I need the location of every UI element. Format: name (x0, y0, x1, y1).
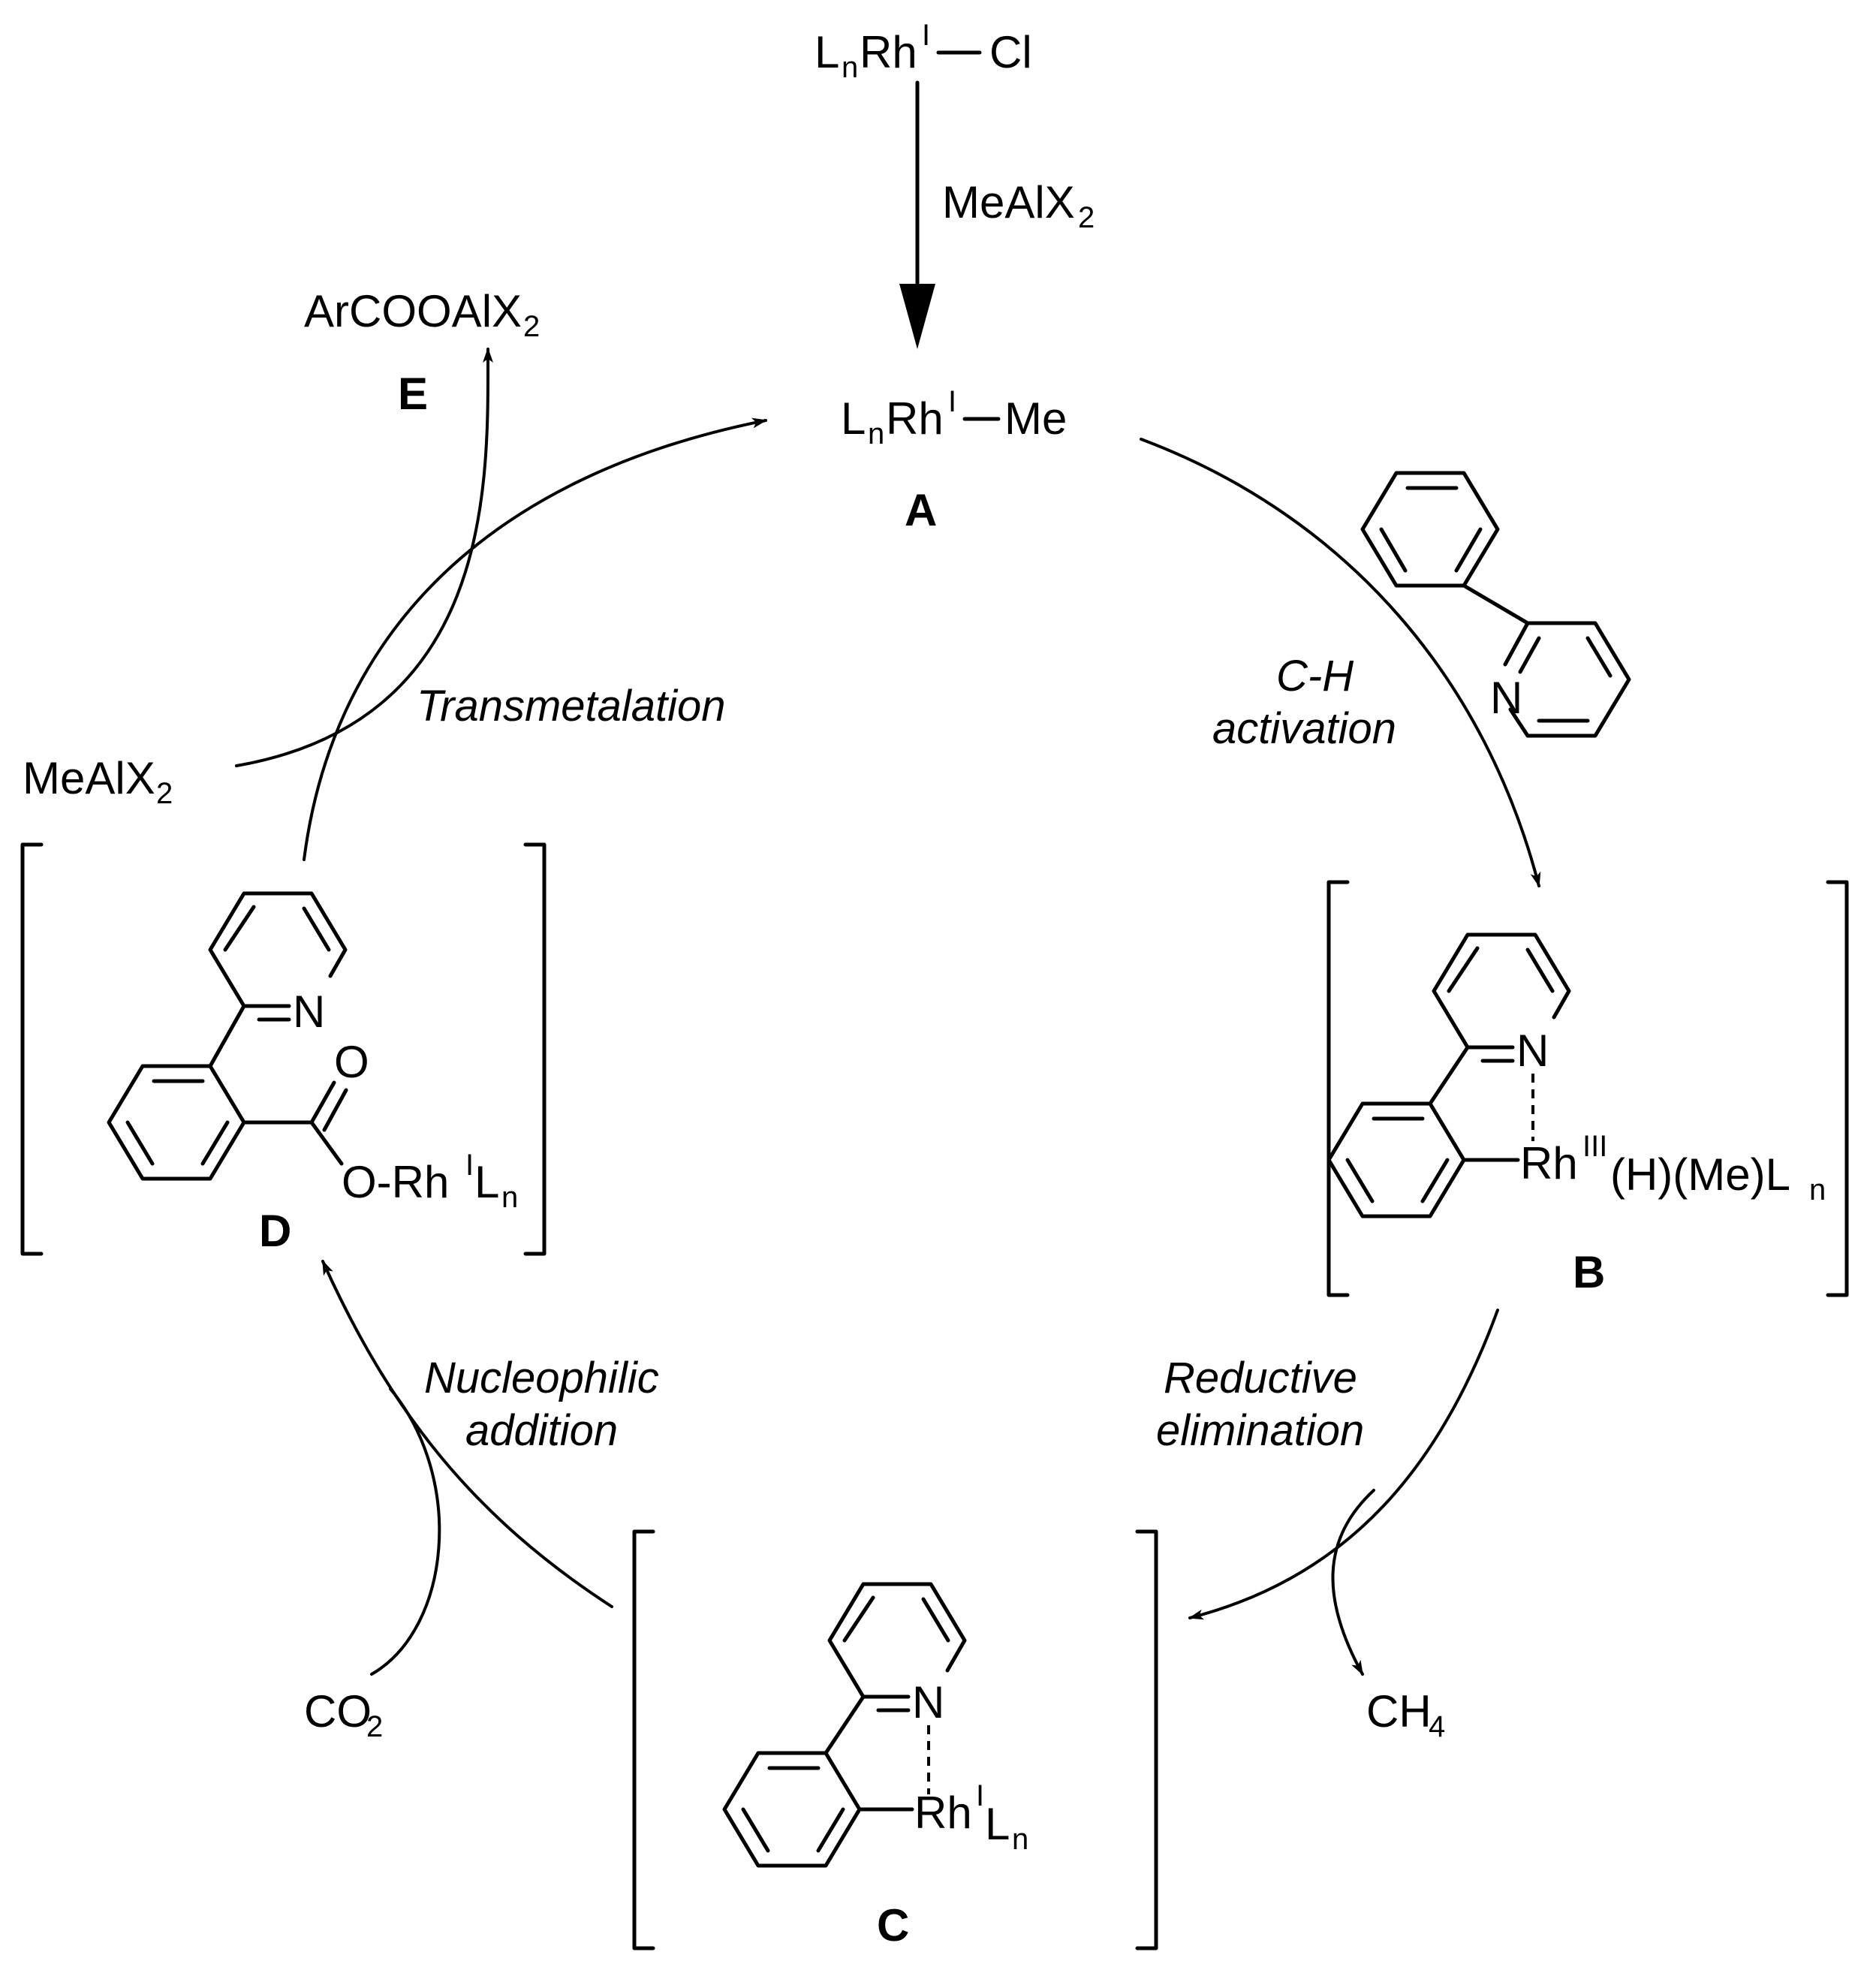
B-ox: III (1582, 1130, 1607, 1163)
A-rh: Rh (886, 393, 944, 444)
C-ox: I (976, 1779, 984, 1812)
intermediate-B: N Rh III (H)(Me)L n B (1326, 880, 1849, 1297)
B-pyridine-ring (1432, 932, 1571, 1050)
E-sub: 2 (523, 310, 540, 343)
arrow-B-to-C (1188, 1309, 1499, 1620)
co2: CO (304, 1686, 372, 1737)
intermediate-C: N Rh I L n C (632, 1529, 1158, 1950)
label-reductive-1: Reductive (1164, 1354, 1357, 1402)
D-l: L (474, 1157, 499, 1207)
label-ch-2: activation (1212, 704, 1396, 753)
start-rh: Rh (860, 27, 917, 77)
arrow-to-ch4 (1331, 1489, 1375, 1676)
bracket-B-right (1826, 880, 1849, 1297)
A-ox: I (948, 385, 956, 418)
C-label: C (877, 1900, 909, 1950)
phenylpyridine-substrate: N (1360, 471, 1631, 738)
bracket-B-left (1326, 880, 1350, 1297)
ch4: CH (1366, 1686, 1432, 1737)
C-l: L (985, 1799, 1010, 1849)
pyridine-ring (1525, 621, 1631, 738)
label-reductive-2: elimination (1156, 1406, 1364, 1455)
label-nucleophilic-1: Nucleophilic (424, 1354, 659, 1402)
ch4-sub: 4 (1429, 1710, 1445, 1743)
label-transmetalation: Transmetalation (417, 682, 726, 730)
compound-A: L n Rh I Me A (841, 385, 1067, 535)
D-o-top: O (334, 1037, 369, 1087)
B-phenyl-ring (1326, 1101, 1466, 1218)
D-label: D (259, 1206, 291, 1256)
co2-sub: 2 (366, 1710, 383, 1743)
label-ch-1: C-H (1276, 652, 1354, 700)
D-N: N (293, 987, 325, 1037)
E-text: ArCOOAlX (304, 286, 522, 336)
intermediate-D: N O O-Rh I L n D (20, 842, 547, 1256)
meal-left-sub: 2 (156, 777, 173, 810)
reagent-meal-top-sub: 2 (1078, 201, 1095, 234)
A-me: Me (1004, 393, 1067, 444)
E-label: E (398, 369, 428, 419)
arrow-meal-to-E (235, 348, 494, 767)
start-l: L (815, 27, 839, 77)
rh-chloride-start: L n Rh I Cl (815, 19, 1032, 84)
substrate-N: N (1490, 673, 1522, 723)
C-phenyl-ring (722, 1751, 862, 1868)
C-rh: Rh (914, 1788, 972, 1838)
C-l-sub: n (1012, 1823, 1028, 1856)
D-o-rh: O-Rh (342, 1157, 449, 1207)
B-label: B (1573, 1247, 1605, 1297)
start-cl: Cl (989, 27, 1032, 77)
A-l: L (841, 393, 866, 444)
D-pyridine-ring (208, 891, 348, 1008)
label-nucleophilic-2: addition (465, 1406, 618, 1455)
arrow-D-to-A (303, 417, 767, 861)
D-l-sub: n (501, 1181, 518, 1214)
D-ox: I (465, 1149, 474, 1182)
B-N: N (1516, 1026, 1549, 1076)
A-l-sub: n (868, 417, 884, 450)
A-label: A (905, 485, 937, 535)
D-phenyl-ring (107, 1064, 246, 1181)
C-pyridine-ring (827, 1582, 967, 1699)
arrow-to-A (899, 80, 935, 349)
bracket-D-right (523, 842, 547, 1256)
arrow-A-to-B (1140, 438, 1541, 887)
B-rh: Rh (1520, 1138, 1578, 1188)
product-E: ArCOOAlX 2 E (304, 286, 540, 419)
B-rest-sub: n (1809, 1173, 1826, 1206)
bracket-C-left (632, 1529, 655, 1950)
meal-left: MeAlX (23, 753, 155, 803)
B-rest: (H)(Me)L (1610, 1149, 1790, 1200)
arrow-C-to-D (321, 1260, 613, 1608)
arrow-co2-in (370, 1387, 441, 1676)
C-N: N (912, 1677, 944, 1728)
bracket-C-right (1135, 1529, 1158, 1950)
reagent-meal-top: MeAlX (942, 177, 1075, 227)
start-l-sub: n (842, 51, 858, 84)
bracket-D-left (20, 842, 44, 1256)
start-ox: I (922, 19, 930, 52)
